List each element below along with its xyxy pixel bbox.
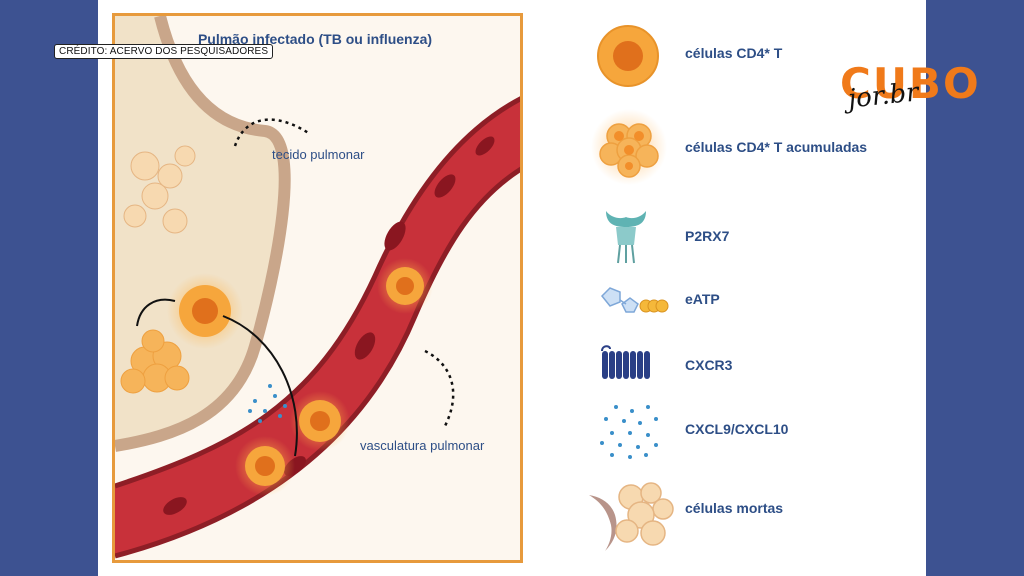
cd4-t-cell-icon [597,25,659,87]
legend-label-accumulated-cd4-t-cells: células CD4* T acumuladas [685,139,868,155]
legend-label-cd4-t-cells: células CD4* T [685,45,783,61]
label-lung-vasculature: vasculatura pulmonar [360,438,485,453]
legend-label-cxcr3: CXCR3 [685,357,733,373]
blood-vessel [115,99,520,556]
vessel-pointer-arrow [424,349,455,427]
eatp-molecule-icon [600,287,669,313]
cxcr3-receptor-icon [601,345,650,379]
chemokine-dots [248,384,287,423]
tissue-pointer-arrow [233,118,311,147]
cubo-logo: CUBO jor.br [838,59,979,115]
legend-label-eatp: eATP [685,291,720,307]
dead-cells-icon [589,482,674,551]
tissue-membrane [115,16,291,452]
legend-label-p2rx7: P2RX7 [685,228,730,244]
cxcl9-cxcl10-dots-icon [600,405,658,459]
photo-credit: CRÉDITO: ACERVO DOS PESQUISADORES [54,44,274,59]
label-lung-tissue: tecido pulmonar [272,147,365,162]
migration-arrow [136,298,176,327]
dead-cells-cluster [123,145,196,234]
legend-label-cxcl9-cxcl10: CXCL9/CXCL10 [685,421,789,437]
legend-label-dead-cells: células mortas [685,500,784,516]
cd4-t-cells [167,258,433,496]
lung-illustration [115,16,520,559]
p2rx7-receptor-icon [606,211,646,264]
accumulated-cd4-t-cells-icon [591,109,667,185]
logo-sub: jor.br [846,77,920,115]
accumulated-cells-cluster [120,329,190,394]
logo-brand: CUBO [840,59,981,108]
red-blood-cells [163,136,495,515]
lung-diagram [112,13,523,563]
migration-arrow [222,315,298,457]
diagram-title: Pulmão infectado (TB ou influenza) [197,31,433,47]
